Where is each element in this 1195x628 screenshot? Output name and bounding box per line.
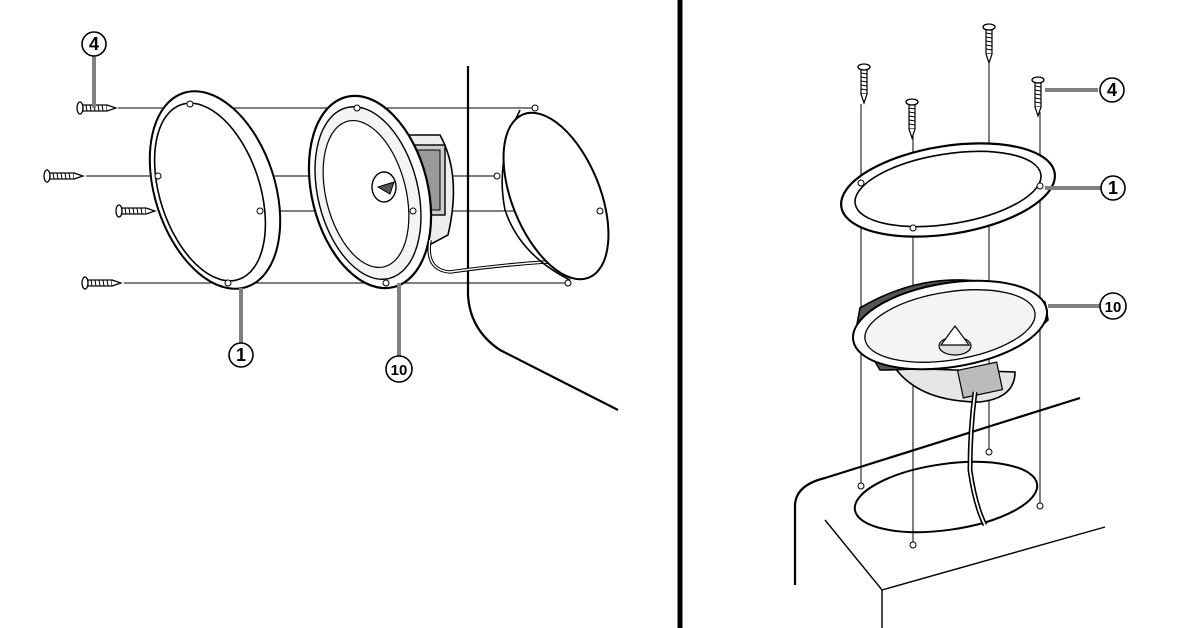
callout-screw-left: 4 <box>81 31 107 108</box>
callout-speaker-left: 10 <box>385 283 413 383</box>
callout-label: 4 <box>1107 80 1117 100</box>
callout-label: 1 <box>1108 178 1118 198</box>
screw-icon <box>43 101 156 290</box>
callout-label: 1 <box>236 345 246 365</box>
callout-label: 10 <box>1105 299 1122 316</box>
callout-grille-right: 1 <box>1045 175 1126 201</box>
grille-ring-right <box>840 142 1056 238</box>
speaker-left <box>307 94 455 290</box>
callout-label: 4 <box>89 34 99 54</box>
screw-icon <box>857 23 1045 139</box>
grille-ring-left <box>148 90 282 290</box>
door-holes-right <box>857 448 1044 549</box>
door-opening-right <box>853 460 1039 534</box>
left-panel: 4 1 10 <box>43 31 619 411</box>
speaker-right <box>851 279 1049 527</box>
callout-speaker-right: 10 <box>1048 292 1127 320</box>
callout-grille-left: 1 <box>228 288 254 368</box>
callout-label: 10 <box>391 362 408 379</box>
door-opening-left <box>493 104 610 287</box>
door-panel-right <box>793 396 1081 585</box>
callout-screw-right: 4 <box>1045 77 1125 103</box>
right-panel: 4 1 10 <box>793 23 1127 628</box>
door-panel-left <box>466 66 619 411</box>
